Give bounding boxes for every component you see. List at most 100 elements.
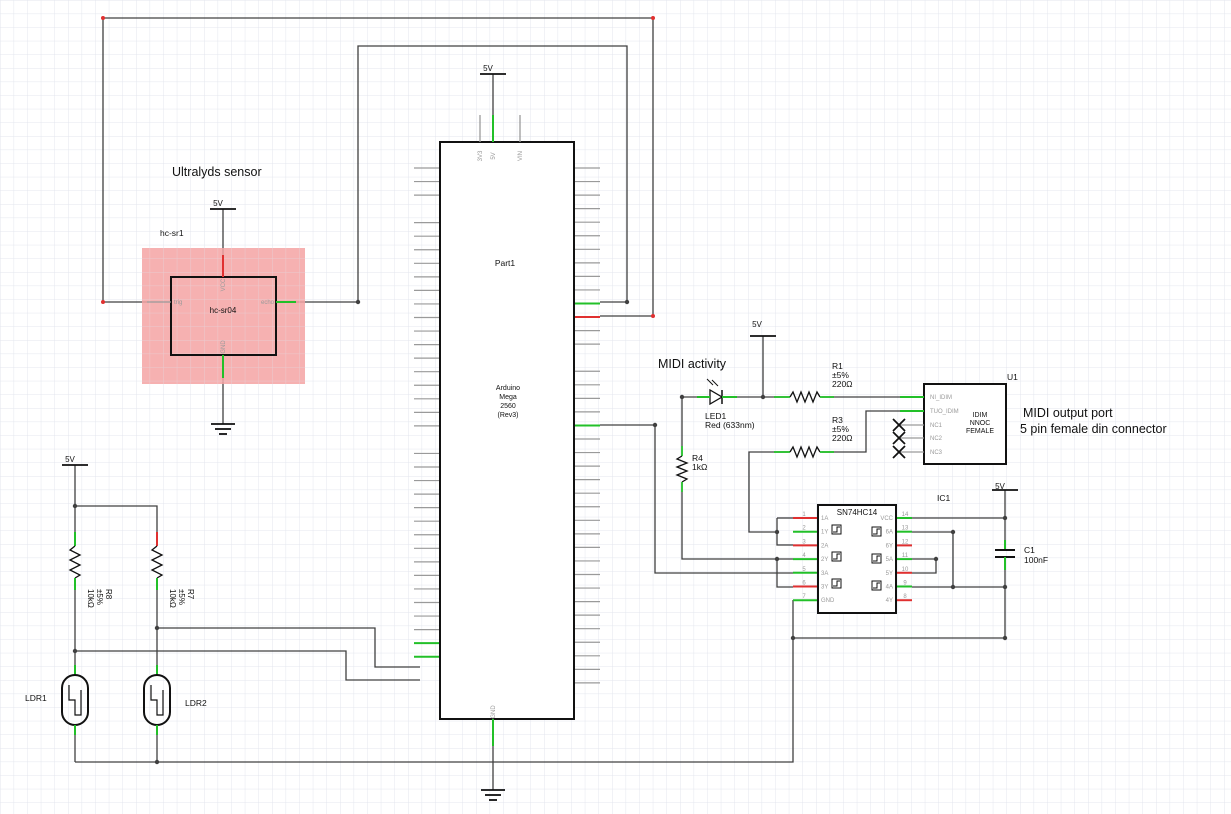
ic1-name: SN74HC14	[837, 508, 878, 517]
sensor-pin-gnd: GND	[221, 340, 227, 354]
schmitt-gates	[831, 524, 882, 591]
ic1-pin-5a: 5A	[886, 557, 893, 563]
wire-ldr-5v-r7	[75, 505, 158, 532]
ic1-pin-num-11: 11	[902, 553, 909, 559]
ic1-pin-1a: 1A	[821, 516, 828, 522]
arduino-pin-vin: VIN	[518, 151, 524, 161]
c1-ref: C1	[1024, 545, 1035, 555]
ic1-ref: IC1	[937, 493, 951, 503]
sensor-name: hc-sr04	[210, 306, 237, 315]
ldr1-ref: LDR1	[25, 693, 47, 703]
arduino-body	[439, 141, 575, 720]
ic1-pin-num-4: 4	[802, 553, 806, 559]
ic1-pin-3y: 3Y	[821, 585, 828, 591]
ic1-pin-5y: 5Y	[886, 571, 893, 577]
ic1-sn74hc14[interactable]: 11A21Y32A42Y53A63Y7GND14VCC136A126Y115A1…	[793, 493, 951, 614]
sensor-pin-trig: trig	[174, 300, 182, 306]
ic1-pin-6a: 6A	[886, 530, 893, 536]
arduino-pin-5v: 5V	[491, 152, 497, 159]
ic1-pin-num-5: 5	[802, 567, 806, 573]
midi-port-title: MIDI output port	[1023, 406, 1113, 420]
wire-ic-pin6	[776, 559, 793, 588]
u1-pin-3: NC1	[930, 423, 943, 429]
midi-connector-u1[interactable]: NI_IDIM TUO_IDIM NC1 NC2 NC3 IDIM NNOC F…	[892, 372, 1018, 465]
wire-d52	[157, 627, 420, 668]
ic1-pin-num-7: 7	[802, 594, 806, 600]
resistor-r4[interactable]: R4 1kΩ	[675, 446, 707, 492]
ic1-pin-2a: 2A	[821, 543, 828, 549]
ldr1[interactable]: LDR1	[25, 665, 89, 735]
sensor-ref: hc-sr1	[160, 228, 184, 238]
ic1-pin-vcc: VCC	[880, 516, 893, 522]
u1-name-3: FEMALE	[966, 428, 994, 435]
ic1-pin-num-1: 1	[802, 512, 806, 518]
wire-r4-ic	[681, 492, 793, 560]
resistor-r8[interactable]: R8 ±5% 10kΩ	[68, 532, 113, 608]
sensor-5v-label: 5V	[213, 199, 223, 208]
resistor-r7[interactable]: R7 ±5% 10kΩ	[150, 532, 195, 608]
r8-ref: R8	[104, 589, 113, 600]
wire-tx1-ic	[600, 424, 793, 574]
nc-markers	[892, 418, 906, 459]
u1-ref: U1	[1007, 372, 1018, 382]
ic1-pin-num-6: 6	[802, 581, 806, 587]
ic1-pin-4a: 4A	[886, 585, 893, 591]
sensor-title: Ultralyds sensor	[172, 165, 262, 179]
wire-r3-ic	[748, 451, 793, 546]
ic1-pin-num-8: 8	[903, 594, 907, 600]
arduino-model-3: 2560	[500, 403, 516, 410]
arduino-5v-label: 5V	[483, 64, 493, 73]
corner-markers	[101, 16, 655, 318]
r4-ref: R4	[692, 453, 703, 463]
wire-echo-d2	[296, 45, 628, 303]
ldr-5v-label: 5V	[65, 455, 75, 464]
arduino-model-2: Mega	[499, 394, 517, 401]
r4-value: 1kΩ	[692, 462, 707, 472]
midi-port-subtitle: 5 pin female din connector	[1020, 422, 1167, 436]
ic1-pin-num-13: 13	[902, 526, 909, 532]
ldr2-ref: LDR2	[185, 698, 207, 708]
u1-pin-2: TUO_IDIM	[930, 409, 959, 415]
r7-value: 10kΩ	[168, 589, 177, 608]
arduino-pin-gnd: GND	[491, 705, 497, 719]
wire-midi-r3	[822, 410, 900, 453]
resistor-r3[interactable]: R3 ±5% 220Ω	[774, 415, 853, 459]
ic1-pin-2y: 2Y	[821, 557, 828, 563]
capacitor-c1[interactable]: C1 100nF	[995, 540, 1048, 570]
led1-value: Red (633nm)	[705, 420, 755, 430]
r1-tol: ±5%	[832, 370, 849, 380]
arduino-model-4: (Rev3)	[497, 412, 518, 419]
ldr2[interactable]: LDR2	[143, 665, 207, 735]
resistor-r1[interactable]: R1 ±5% 220Ω	[774, 361, 853, 404]
ic1-pin-1y: 1Y	[821, 530, 828, 536]
r1-ref: R1	[832, 361, 843, 371]
ultrasonic-sensor[interactable]: trig echo VCC GND hc-sr04 hc-sr1 Ultraly…	[142, 165, 305, 384]
ic1-pin-num-2: 2	[802, 526, 806, 532]
ic1-pin-3a: 3A	[821, 571, 828, 577]
arduino-mega[interactable]: RESETAREFIOREFA0A1A2A3A4A5A6A7A8A9A10A11…	[414, 115, 600, 746]
wire-d53	[75, 650, 420, 681]
ic1-pin-num-9: 9	[903, 581, 907, 587]
ic1-pin-num-14: 14	[902, 512, 909, 518]
c1-value: 100nF	[1024, 555, 1048, 565]
u1-pin-5: NC3	[930, 450, 943, 456]
wire-trig-d3	[102, 17, 654, 317]
ground-symbols	[211, 423, 505, 801]
led1[interactable]: LED1 Red (633nm)	[697, 378, 755, 430]
wire-ic-right-2	[912, 558, 937, 574]
u1-name-2: NNOC	[970, 420, 991, 427]
r1-value: 220Ω	[832, 379, 853, 389]
led1-ref: LED1	[705, 411, 727, 421]
ic-5v-label: 5V	[995, 482, 1005, 491]
midi-5v-label: 5V	[752, 320, 762, 329]
ic1-pin-gnd: GND	[821, 598, 835, 604]
r3-ref: R3	[832, 415, 843, 425]
ic1-pin-num-3: 3	[802, 539, 806, 545]
arduino-model-1: Arduino	[496, 385, 520, 392]
r3-value: 220Ω	[832, 433, 853, 443]
arduino-part-name: Part1	[495, 258, 516, 268]
wire-ic-right-1	[912, 531, 954, 588]
r8-tol: ±5%	[95, 589, 104, 605]
u1-pin-1: NI_IDIM	[930, 395, 952, 401]
